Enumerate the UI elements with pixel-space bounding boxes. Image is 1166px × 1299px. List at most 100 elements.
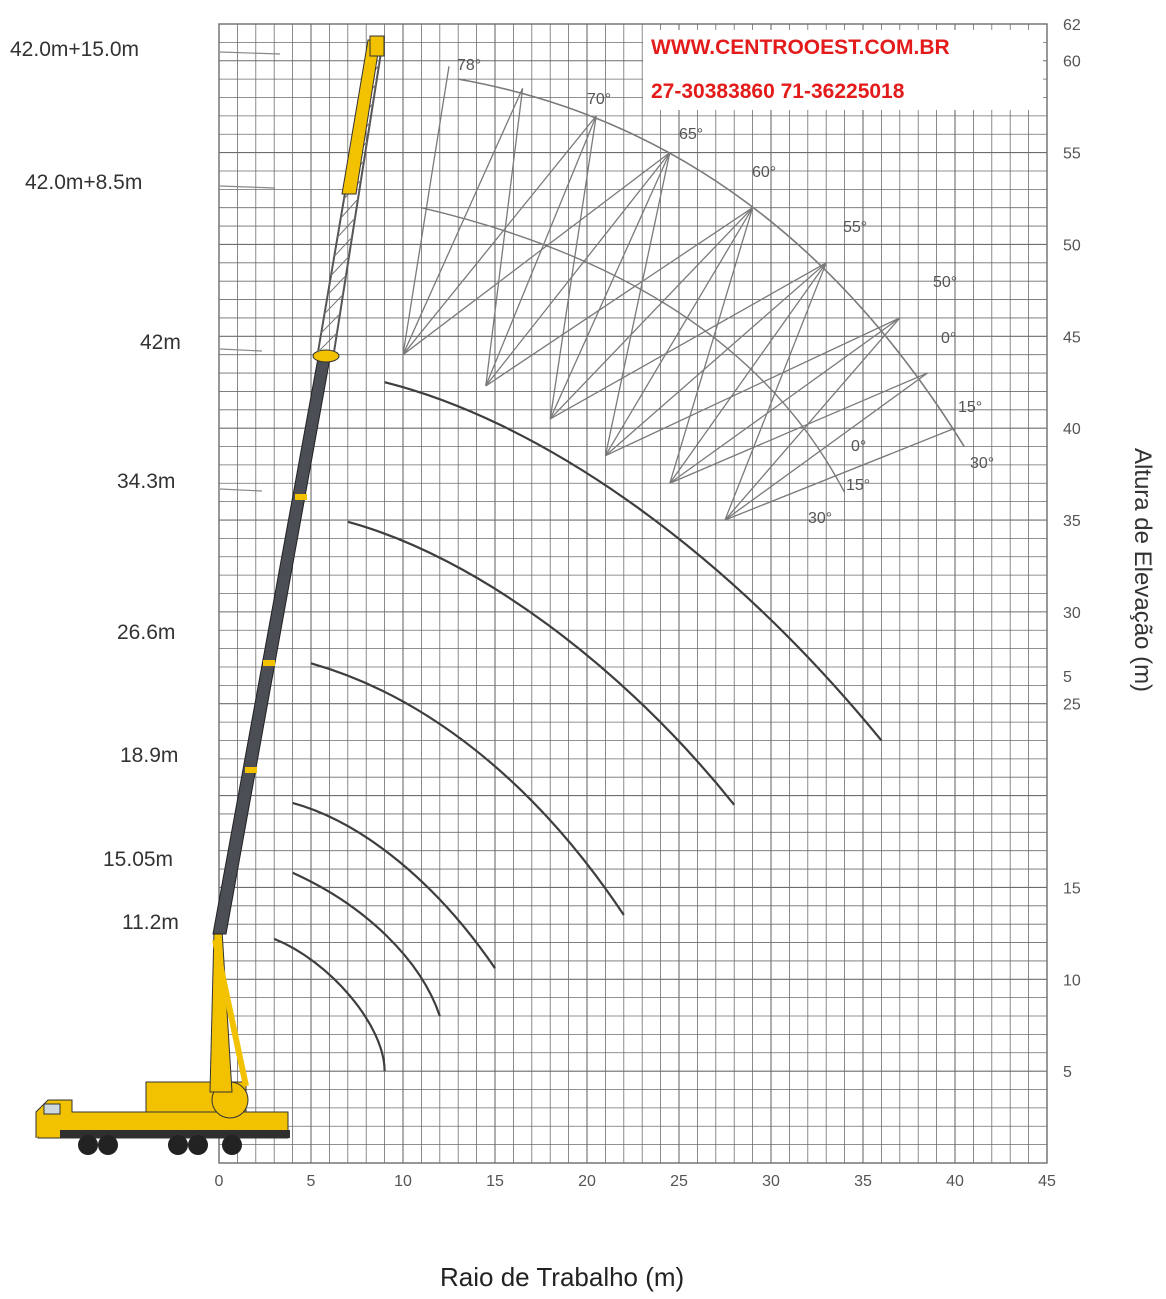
y-tick-label: 62 [1063, 17, 1081, 34]
y-tick-label: 50 [1063, 237, 1081, 254]
jib-line [604, 152, 671, 456]
jib-line [669, 317, 901, 484]
truck-wheel [98, 1135, 118, 1155]
boom-arc-42m [384, 381, 883, 742]
jib-angle-label: 30° [808, 510, 832, 527]
boom-arc-11.2m [273, 937, 386, 1072]
jib-line [549, 207, 754, 420]
x-tick-label: 10 [394, 1173, 412, 1190]
jib-line [724, 427, 956, 521]
jib-line [724, 262, 827, 521]
jib-line [402, 115, 597, 356]
jib-lacing [327, 275, 347, 295]
jib-line [724, 372, 928, 521]
y-tick-label: 15 [1063, 880, 1081, 897]
x-tick-label: 15 [486, 1173, 504, 1190]
y-tick-label: 60 [1063, 54, 1081, 71]
jib-lacing [317, 332, 338, 353]
boom-collar [245, 767, 257, 773]
jib-lacing [337, 217, 356, 238]
boom-arc-18.9m [292, 801, 496, 969]
jib-line [669, 372, 928, 484]
truck-wheel [222, 1135, 242, 1155]
truck-chassis [60, 1130, 290, 1138]
boom-arcs [273, 381, 883, 1072]
label-pointer [219, 185, 276, 189]
jib-line [669, 262, 827, 484]
boom-collar [295, 494, 307, 500]
luffing-cylinder [212, 939, 249, 1087]
x-tick-label: 30 [762, 1173, 780, 1190]
jib-angle-label: 15° [958, 399, 982, 416]
boom-label-18-9: 18.9m [120, 744, 179, 767]
y-tick-label: 55 [1063, 146, 1081, 163]
x-axis-title: Raio de Trabalho (m) [440, 1262, 685, 1292]
contact-box: WWW.CENTROOEST.COM.BR 27-30383860 71-362… [643, 30, 1043, 110]
boom-label-50-5: 42.0m+8.5m [25, 171, 143, 194]
jib-line [549, 262, 827, 420]
boom-label-26-6: 26.6m [117, 621, 176, 644]
label-pointer [219, 348, 263, 352]
truck-wheel [188, 1135, 208, 1155]
jib-line [604, 262, 827, 457]
truck-wheel [168, 1135, 188, 1155]
y-axis-title: Altura de Elevação (m) [1129, 447, 1156, 693]
jib-line [604, 207, 754, 457]
x-tick-label: 0 [215, 1173, 224, 1190]
jib-line [402, 88, 524, 355]
jib-angle-label: 15° [846, 477, 870, 494]
jib-angle-label: 55° [843, 219, 867, 236]
jib-line [485, 115, 597, 387]
jib-lacing [340, 198, 359, 219]
jib-envelope-inner [421, 207, 846, 493]
boom-telescopic [212, 357, 331, 935]
boom-arc-26.6m [310, 662, 625, 916]
x-tick-label: 35 [854, 1173, 872, 1190]
label-pointer [219, 488, 263, 492]
jib-line [402, 66, 450, 355]
crane-illustration [35, 35, 385, 1155]
jib-lacing [330, 256, 350, 276]
jib-angle-label: 0° [941, 330, 956, 347]
jib-line [549, 152, 671, 420]
x-tick-label: 45 [1038, 1173, 1056, 1190]
jib-line [402, 152, 671, 356]
boom-label-11-2: 11.2m [122, 911, 179, 934]
jib-angle-label: 0° [851, 438, 866, 455]
boom-label-15-05: 15.05m [103, 848, 174, 871]
jib-angle-label: 78° [457, 57, 481, 74]
boom-arc-15.05m [292, 871, 441, 1017]
jib-lines [402, 66, 965, 521]
jib-line [485, 207, 753, 387]
jib-angle-label: 50° [933, 274, 957, 291]
jib-line [485, 152, 671, 387]
y-tick-label: 5 [1063, 1064, 1072, 1081]
jib-angle-label: 65° [679, 126, 703, 143]
jib-angle-label: 60° [752, 164, 776, 181]
boom-arc-34.3m [347, 520, 736, 806]
x-tick-label: 5 [307, 1173, 316, 1190]
boom-collar [263, 660, 275, 666]
jib-angle-label: 70° [587, 91, 611, 108]
boom-label-42: 42m [140, 331, 181, 354]
jib-angle-labels: 78° 70° 65° 60° 55° 50° 0° 15° 30° 0° 15° 30° [457, 57, 994, 527]
y-tick-label: 25 [1063, 697, 1081, 714]
jib-line [549, 115, 597, 420]
jib-angle-label: 30° [970, 455, 994, 472]
jib-line [485, 88, 524, 386]
y-tick-label: 10 [1063, 972, 1081, 989]
jib-line [724, 317, 901, 521]
cab-window [43, 1103, 61, 1115]
chart-grid [218, 23, 1048, 1164]
y-tick-label: 30 [1063, 605, 1081, 622]
boom-label-57: 42.0m+15.0m [10, 38, 139, 61]
truck-wheel [78, 1135, 98, 1155]
jib-tip [369, 35, 385, 57]
phone-text: 27-30383860 71-36225018 [651, 80, 905, 103]
y-tick-label: 35 [1063, 513, 1081, 530]
x-tick-label: 20 [578, 1173, 596, 1190]
jib-line [669, 207, 754, 484]
